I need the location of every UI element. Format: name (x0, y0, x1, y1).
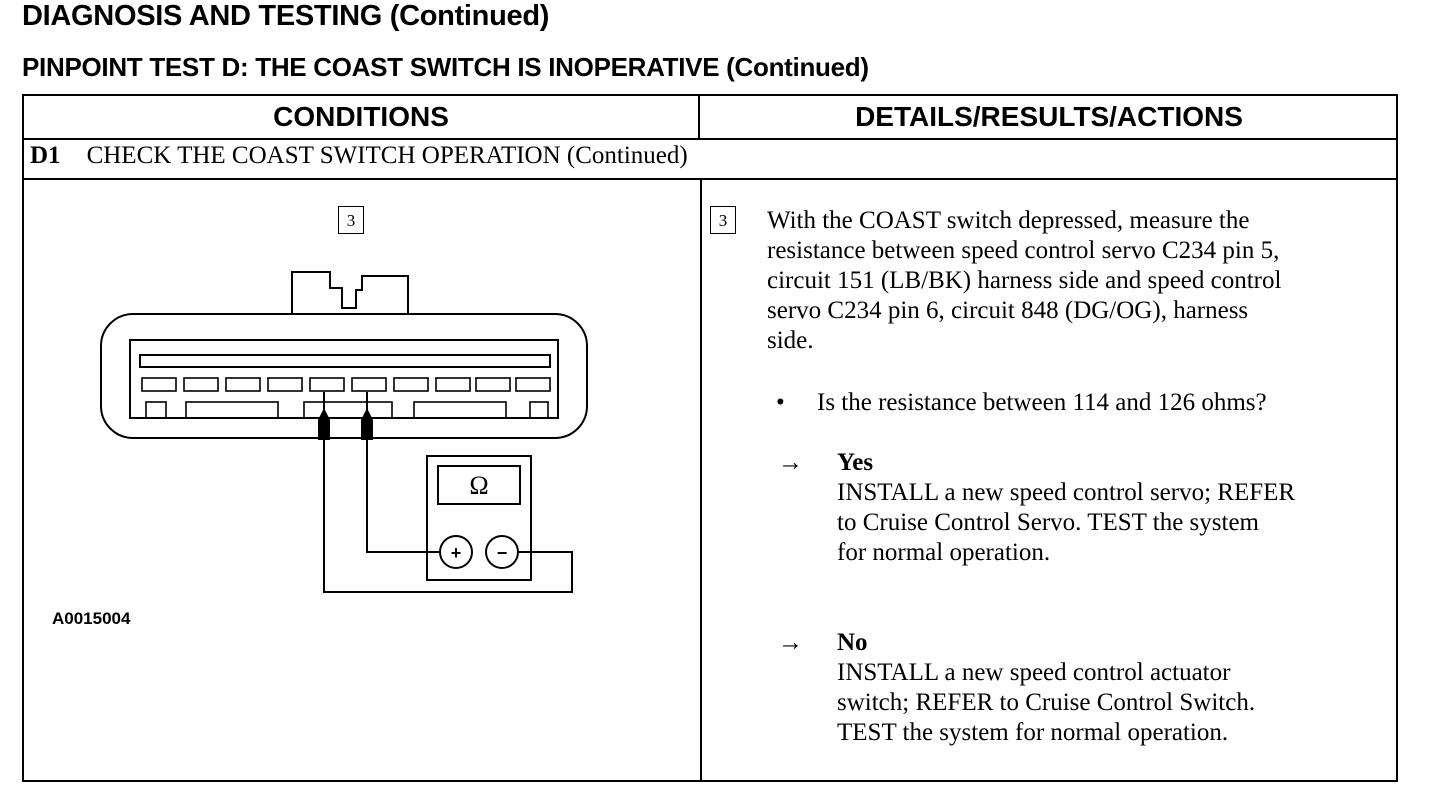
step-title: CHECK THE COAST SWITCH OPERATION (Contin… (86, 142, 688, 169)
connector-body (100, 313, 588, 439)
section-title: DIAGNOSIS AND TESTING (Continued) (22, 0, 550, 32)
header-rule (24, 138, 1396, 140)
instruction-text: With the COAST switch depressed, measure… (767, 206, 1281, 356)
instruction-line: servo C234 pin 6, circuit 848 (DG/OG), h… (767, 297, 1249, 324)
instruction-line: With the COAST switch depressed, measure… (767, 207, 1250, 234)
connector-latch (291, 271, 409, 314)
probe-tips (318, 408, 373, 440)
no-line: TEST the system for normal operation. (837, 719, 1229, 746)
instruction-line: side. (767, 327, 814, 354)
no-arrow-icon: → (778, 629, 803, 656)
yes-result: Yes INSTALL a new speed control servo; R… (837, 448, 1295, 568)
pin-row (141, 377, 551, 392)
no-result: No INSTALL a new speed control actuator … (837, 628, 1255, 748)
step-code: D1 (30, 142, 61, 169)
yes-line: INSTALL a new speed control servo; REFER (837, 479, 1296, 506)
ohmmeter (426, 455, 532, 581)
pinpoint-test-table: CONDITIONS DETAILS/RESULTS/ACTIONS D1 CHE… (22, 94, 1398, 782)
instruction-line: circuit 151 (LB/BK) harness side and spe… (767, 267, 1282, 294)
no-line: switch; REFER to Cruise Control Switch. (837, 689, 1256, 716)
probe-lead-plus (366, 392, 440, 553)
header-divider (698, 96, 700, 138)
probe-lead-minus (323, 392, 573, 593)
no-line: INSTALL a new speed control actuator (837, 659, 1231, 686)
probe-tip (318, 408, 330, 440)
yes-label: Yes (837, 449, 874, 476)
probe-tip (361, 408, 373, 440)
details-step-label: 3 (710, 206, 736, 234)
plus-label: + (451, 543, 462, 563)
instruction-line: resistance between speed control servo C… (767, 237, 1280, 264)
no-label: No (837, 629, 868, 656)
test-title: PINPOINT TEST D: THE COAST SWITCH IS INO… (22, 52, 869, 82)
connector-slot (139, 354, 551, 368)
pin-row (145, 401, 549, 419)
step-rule (24, 178, 1396, 180)
bullet-icon: • (776, 389, 785, 416)
meter-display (437, 465, 521, 505)
yes-arrow-icon: → (778, 449, 803, 476)
step-row: D1 CHECK THE COAST SWITCH OPERATION (Cont… (30, 142, 688, 170)
column-header-conditions: CONDITIONS (273, 101, 449, 132)
question-text: Is the resistance between 114 and 126 oh… (817, 389, 1267, 416)
diagram-step-label: 3 (338, 206, 364, 234)
column-header-details: DETAILS/RESULTS/ACTIONS (855, 101, 1243, 132)
minus-label: − (497, 543, 508, 563)
figure-id: A0015004 (52, 609, 131, 628)
body-divider (700, 180, 702, 782)
yes-line: to Cruise Control Servo. TEST the system (837, 509, 1259, 536)
ohm-symbol: Ω (469, 471, 488, 500)
meter-plus-terminal (439, 535, 473, 569)
yes-line: for normal operation. (837, 539, 1051, 566)
meter-minus-terminal (485, 535, 519, 569)
